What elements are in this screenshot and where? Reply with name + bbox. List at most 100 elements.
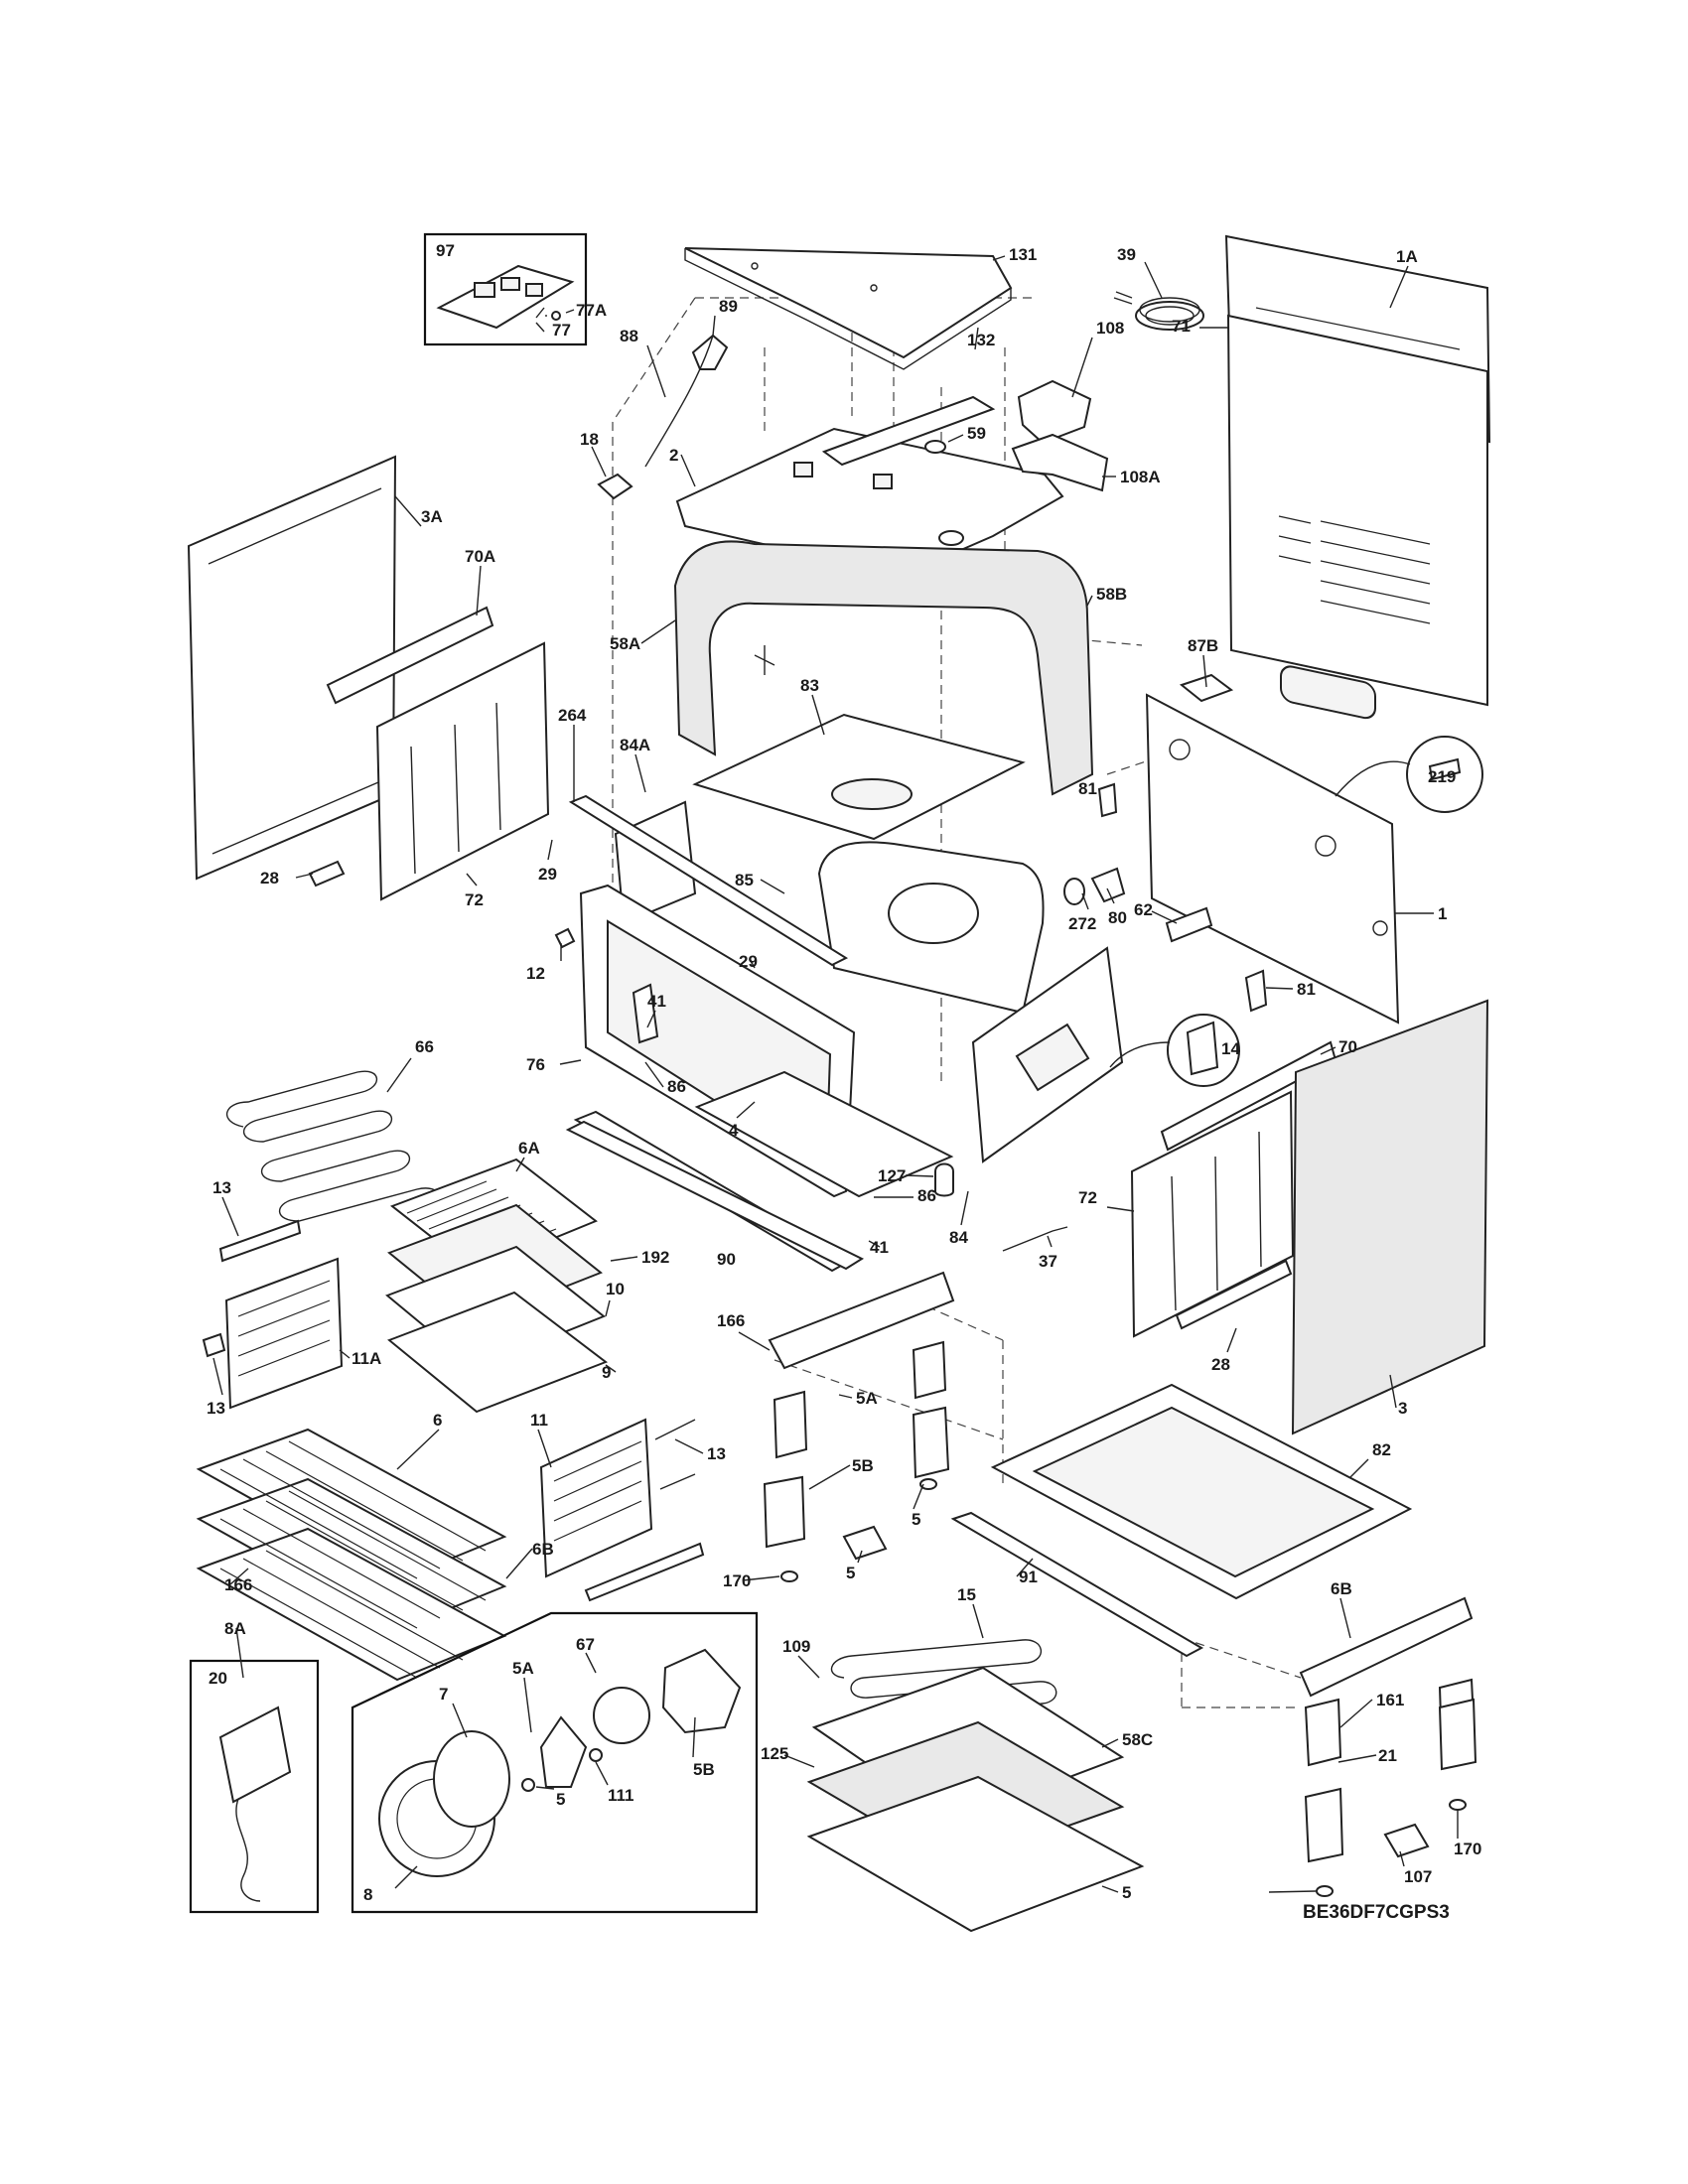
callout-label: 5 <box>846 1564 855 1582</box>
callout-label: 66 <box>415 1037 434 1056</box>
callout-labels: 97 77A 77 89 131 39 1A 88 132 108 71 18 … <box>207 241 1481 1904</box>
right-slide-assembly <box>1130 999 1489 1435</box>
callout-label: 28 <box>1211 1355 1230 1374</box>
callout-label: 18 <box>580 430 599 449</box>
callout-label: 62 <box>1134 900 1153 919</box>
callout-label: 86 <box>667 1077 686 1096</box>
upper-panel <box>675 395 1064 578</box>
callout-label: 58A <box>610 634 640 653</box>
leveling-legs-rear <box>1299 1596 1477 1897</box>
callout-label: 111 <box>608 1786 634 1805</box>
callout-label: 6B <box>532 1540 554 1559</box>
callout-label: 77A <box>576 301 607 320</box>
callout-label: 5 <box>556 1790 565 1809</box>
leader-lines <box>212 255 1459 1893</box>
callout-label: 8 <box>363 1885 372 1904</box>
callout-label: 72 <box>1078 1188 1097 1207</box>
top-panel <box>684 247 1013 370</box>
callout-label: 41 <box>870 1238 889 1257</box>
callout-label: 6B <box>1331 1579 1352 1598</box>
callout-label: 41 <box>647 992 666 1011</box>
callout-label: 108A <box>1120 468 1161 486</box>
bake-element <box>225 1070 440 1222</box>
left-slide-assembly <box>308 606 550 901</box>
callout-label: 91 <box>1019 1568 1038 1586</box>
oven-racks <box>196 1428 507 1682</box>
callout-label: 88 <box>620 327 638 345</box>
callout-label: 192 <box>641 1248 669 1267</box>
callout-label: 8A <box>224 1619 246 1638</box>
callout-label: 67 <box>576 1635 595 1654</box>
insulation-wrap <box>673 540 1094 796</box>
callout-label: 109 <box>782 1637 810 1656</box>
callout-label: 6A <box>518 1139 540 1158</box>
callout-label: 272 <box>1068 914 1096 933</box>
kick-panel <box>565 1120 865 1271</box>
callout-label: 170 <box>1454 1840 1481 1858</box>
callout-label: 81 <box>1297 980 1316 999</box>
callout-label: 2 <box>669 446 678 465</box>
callout-label: 13 <box>207 1399 225 1418</box>
callout-label: 14 <box>1221 1039 1240 1058</box>
callout-label: 58C <box>1122 1730 1153 1749</box>
diagram-code: BE36DF7CGPS3 <box>1303 1902 1450 1923</box>
callout-label: 219 <box>1428 767 1456 786</box>
callout-label: 3A <box>421 507 443 526</box>
callout-label: 10 <box>606 1280 625 1298</box>
callout-label: 89 <box>719 297 738 316</box>
callout-label: 107 <box>1404 1867 1432 1886</box>
leveling-legs-front <box>763 1271 955 1582</box>
front-trim <box>568 794 849 967</box>
switch-assembly <box>597 334 729 500</box>
oven-liner <box>614 713 1045 1015</box>
oven-box <box>694 946 1124 1198</box>
callout-label: 108 <box>1096 319 1124 338</box>
callout-label: 7 <box>439 1685 448 1704</box>
callout-label: 70 <box>1338 1037 1357 1056</box>
callout-label: 12 <box>526 964 545 983</box>
callout-label: 81 <box>1078 779 1097 798</box>
inset-convection-fan <box>351 1611 759 1914</box>
rear-panels <box>1224 234 1491 720</box>
callout-label: 127 <box>878 1166 906 1185</box>
callout-label: 264 <box>558 706 587 725</box>
callout-label: 59 <box>967 424 986 443</box>
callout-label: 58B <box>1096 585 1127 604</box>
callout-label: 5 <box>912 1510 920 1529</box>
callout-label: 13 <box>212 1178 231 1197</box>
callout-label: 28 <box>260 869 279 887</box>
callout-label: 5B <box>852 1456 874 1475</box>
small-parts <box>554 782 1268 1252</box>
broil-element-assembly <box>806 1639 1145 1933</box>
callout-label: 86 <box>917 1186 936 1205</box>
callout-label: 97 <box>436 241 455 260</box>
callout-label: 161 <box>1376 1691 1404 1709</box>
inset-control-board <box>423 232 588 346</box>
callout-label: 82 <box>1372 1440 1391 1459</box>
callout-label: 85 <box>735 871 754 889</box>
callout-label: 5B <box>693 1760 715 1779</box>
callout-label: 11A <box>352 1349 381 1368</box>
callout-label: 131 <box>1009 245 1037 264</box>
callout-label: 125 <box>761 1744 788 1763</box>
callout-label: 5A <box>856 1389 878 1408</box>
callout-label: 70A <box>465 547 495 566</box>
callout-label: 1 <box>1438 904 1447 923</box>
callout-label: 5A <box>512 1659 534 1678</box>
rear-frame <box>1145 673 1483 1024</box>
callout-label: 21 <box>1378 1746 1397 1765</box>
callout-label: 1A <box>1396 247 1418 266</box>
callout-label: 72 <box>465 890 484 909</box>
callout-label: 20 <box>209 1669 227 1688</box>
callout-label: 80 <box>1108 908 1127 927</box>
callout-label: 9 <box>602 1363 611 1382</box>
callout-label: 11 <box>530 1411 548 1430</box>
callout-label: 39 <box>1117 245 1136 264</box>
callout-label: 6 <box>433 1411 442 1430</box>
callout-label: 84 <box>949 1228 968 1247</box>
callout-label: 76 <box>526 1055 545 1074</box>
callout-label: 5 <box>1122 1883 1131 1902</box>
inset-probe <box>189 1659 320 1914</box>
callout-label: 71 <box>1172 317 1191 336</box>
